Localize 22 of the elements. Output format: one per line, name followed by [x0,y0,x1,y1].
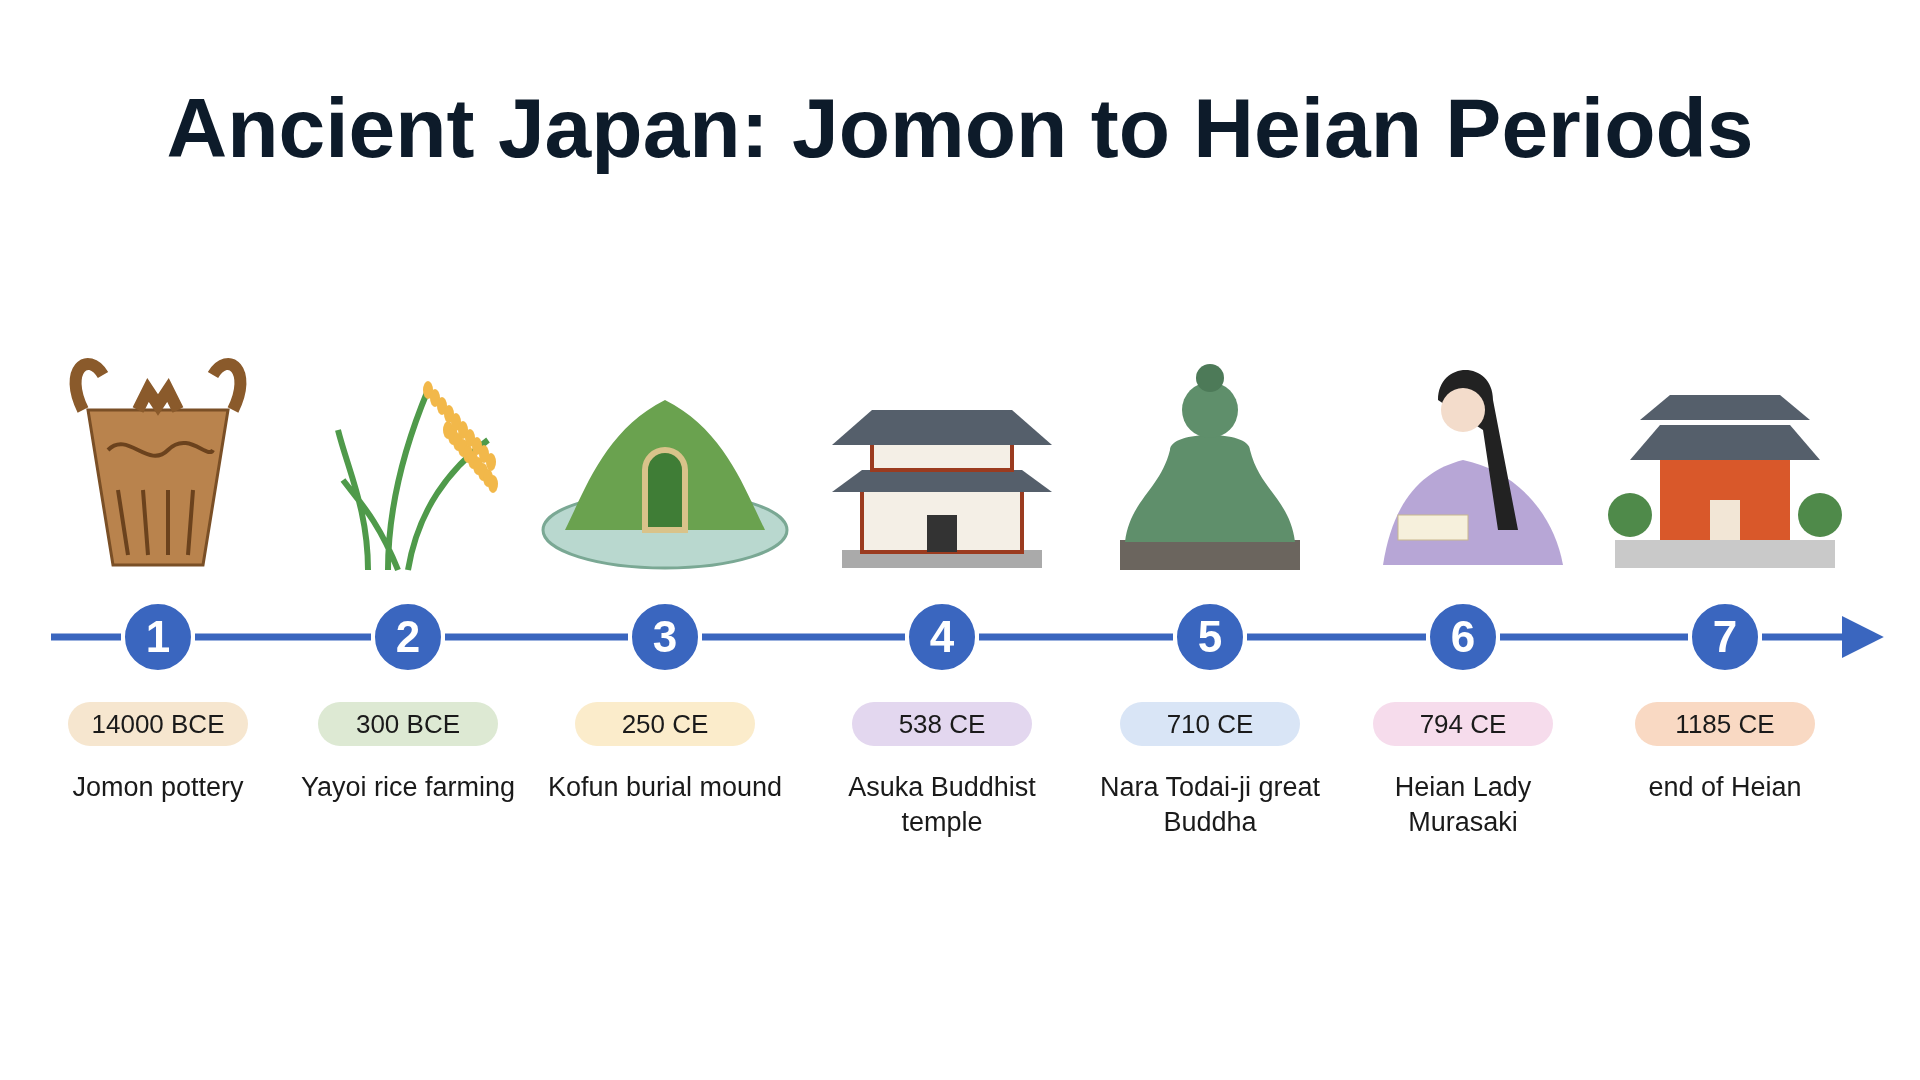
date-pill: 250 CE [575,702,755,746]
event-caption: Kofun burial mound [546,771,784,804]
timeline-line [1500,633,1688,641]
date-pill: 538 CE [852,702,1032,746]
timeline-line [702,633,905,641]
timeline-line [445,633,628,641]
event-caption: Heian Lady Murasaki [1393,771,1533,840]
event-caption: Asuka Buddhist temple [847,771,1037,840]
timeline-arrow [1762,616,1884,658]
timeline-line [195,633,371,641]
event-caption: Yayoi rice farming [299,771,517,804]
date-pill: 710 CE [1120,702,1300,746]
date-pill: 794 CE [1373,702,1553,746]
date-pill: 14000 BCE [68,702,248,746]
title: Ancient Japan: Jomon to Heian Periods [165,80,1755,177]
timeline-line [979,633,1173,641]
event-caption: Jomon pottery [71,771,245,804]
event-caption: end of Heian [1647,771,1803,804]
timeline-line [1247,633,1426,641]
event-caption: Nara Todai-ji great Buddha [1098,771,1322,840]
date-pill: 1185 CE [1635,702,1815,746]
date-pill: 300 BCE [318,702,498,746]
